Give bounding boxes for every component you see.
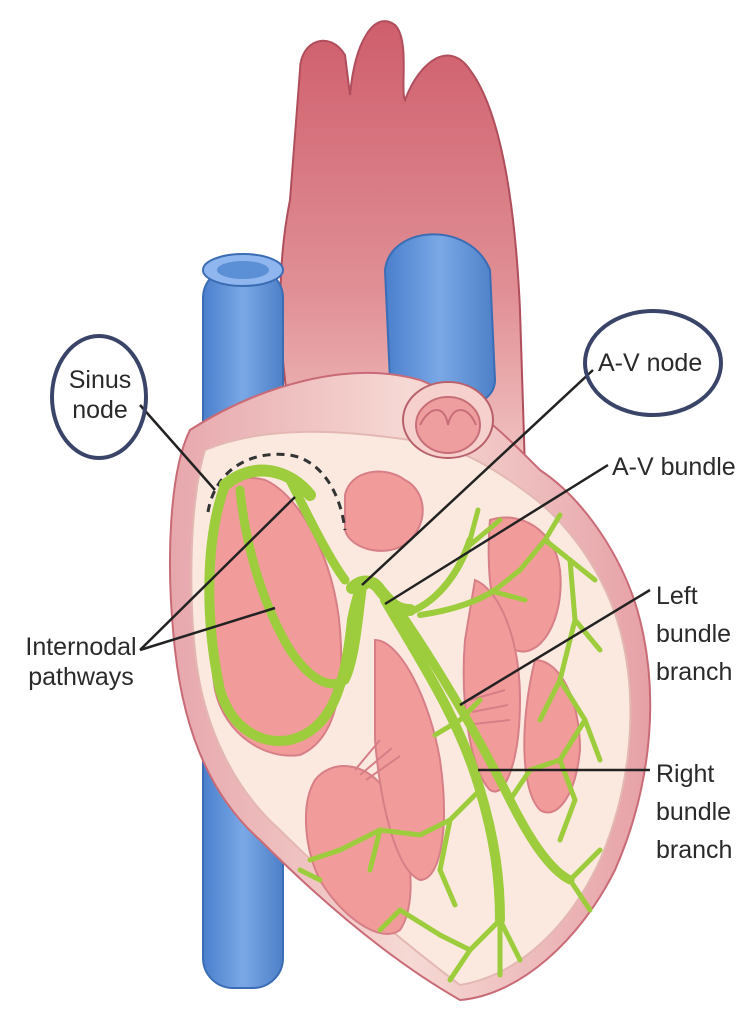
internodal-pathways-label: Internodal pathways bbox=[22, 632, 140, 692]
sinus-node-label: Sinus node bbox=[62, 365, 138, 425]
left-bundle-branch-label: Left bundle branch bbox=[656, 577, 732, 691]
right-bundle-branch-label: Right bundle branch bbox=[656, 755, 732, 869]
aortic-valve bbox=[403, 382, 493, 458]
av-bundle-label: A-V bundle bbox=[612, 452, 736, 482]
av-node-label: A-V node bbox=[598, 348, 702, 378]
